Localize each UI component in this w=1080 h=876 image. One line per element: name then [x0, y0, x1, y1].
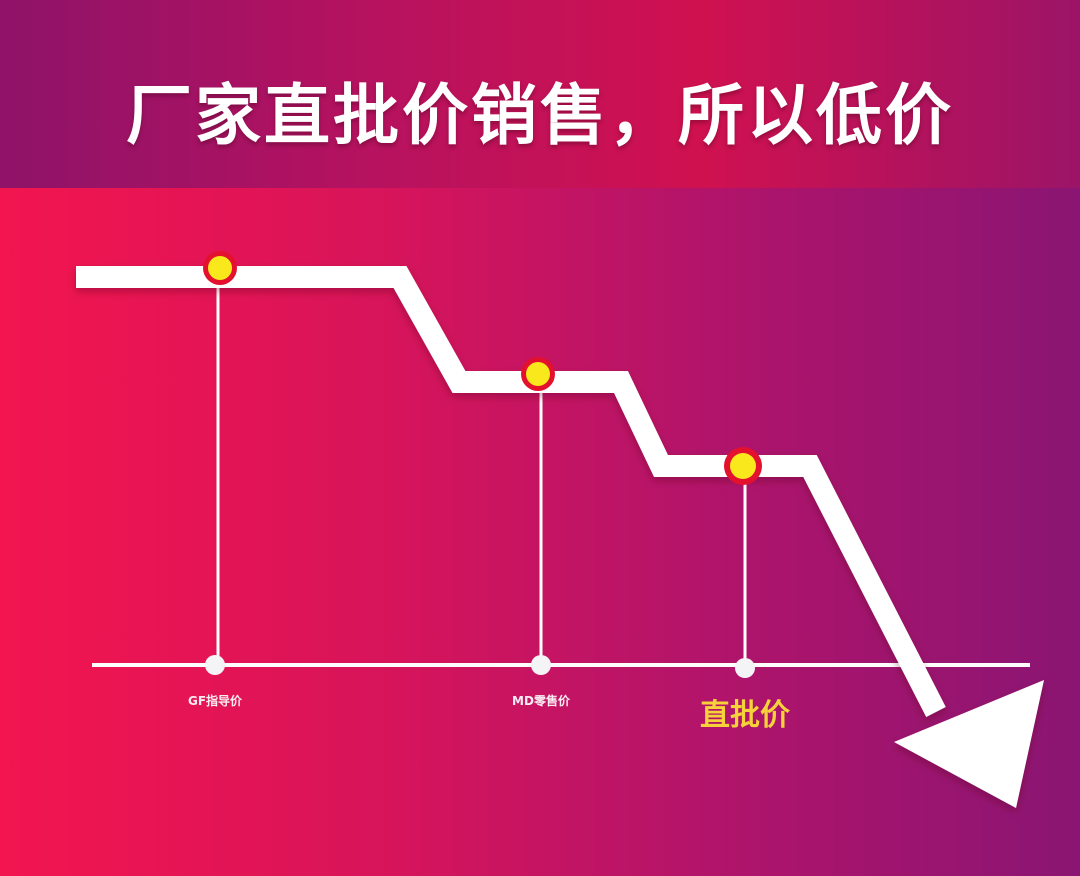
label-retail-price: MD零售价: [512, 694, 570, 708]
label-guide-price: GF指导价: [187, 694, 243, 708]
banner-title: 厂家直批价销售，所以低价: [126, 77, 954, 154]
price-marker-3: [724, 447, 762, 485]
axis-tick-dot-1: [205, 655, 225, 675]
axis-tick-dot-2: [531, 655, 551, 675]
down-arrow-head: [894, 680, 1044, 808]
title-banner: 厂家直批价销售，所以低价: [0, 0, 1080, 188]
axis-tick-dot-3: [735, 658, 755, 678]
label-direct-wholesale-price: 直批价: [700, 698, 790, 733]
price-marker-2: [521, 357, 555, 391]
price-marker-1: [203, 251, 237, 285]
price-trend-line: [76, 266, 946, 718]
